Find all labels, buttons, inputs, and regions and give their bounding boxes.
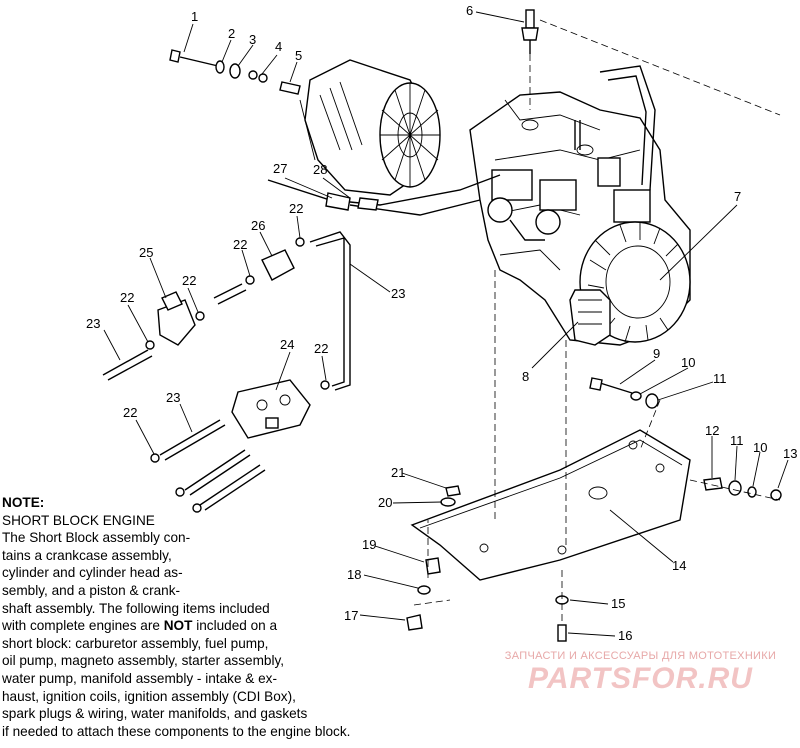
- callout-1: 1: [191, 9, 198, 24]
- callout-13: 13: [783, 446, 797, 461]
- callout-25: 25: [139, 245, 153, 260]
- clutch-bolt-assembly: [169, 49, 301, 95]
- fuel-lines-lower: [150, 380, 330, 513]
- note-line: if needed to attach these components to …: [2, 723, 351, 739]
- mount-hardware-left: [406, 485, 569, 642]
- throttle-cables: [267, 174, 501, 216]
- callout-27: 27: [273, 161, 287, 176]
- short-block-note: NOTE: SHORT BLOCK ENGINE The Short Block…: [2, 494, 432, 740]
- note-line: with complete engines are NOT included o…: [2, 617, 432, 635]
- callout-22c: 22: [120, 290, 134, 305]
- callout-11: 11: [713, 371, 727, 386]
- callout-3: 3: [249, 32, 256, 47]
- callout-18: 18: [347, 567, 361, 582]
- note-line: spark plugs & wiring, water manifolds, a…: [2, 706, 308, 722]
- callout-17: 17: [344, 608, 358, 623]
- note-body: The Short Block assembly con- tains a cr…: [2, 529, 432, 740]
- callout-24: 24: [280, 337, 294, 352]
- callout-11b: 11: [730, 433, 744, 448]
- drive-clutch: [299, 59, 441, 196]
- watermark-logo: PARTSFOR.RU: [528, 662, 753, 695]
- callout-16: 16: [618, 628, 632, 643]
- callout-28: 28: [313, 162, 327, 177]
- ref-line-plug: [539, 19, 781, 116]
- callout-12: 12: [705, 423, 719, 438]
- callout-23a: 23: [166, 390, 180, 405]
- callout-20: 20: [378, 495, 392, 510]
- note-line: The Short Block assembly con-: [2, 530, 191, 546]
- note-emphasis: NOT: [163, 618, 193, 634]
- callout-labels: 1 2 3 4 5 6 7 8 9 10 11 12 11 10 13 14 1…: [86, 3, 797, 643]
- alignment-lines: [413, 270, 781, 625]
- note-line: oil pump, magneto assembly, starter asse…: [2, 653, 285, 669]
- callout-21: 21: [391, 465, 405, 480]
- watermark-tagline: ЗАПЧАСТИ И АКСЕССУАРЫ ДЛЯ МОТОТЕХНИКИ: [504, 650, 777, 662]
- callout-22a: 22: [123, 405, 137, 420]
- note-line: haust, ignition coils, ignition assembly…: [2, 688, 296, 704]
- callout-14: 14: [672, 558, 686, 573]
- callout-10: 10: [681, 355, 695, 370]
- note-line: cylinder and cylinder head as-: [2, 565, 183, 581]
- callout-22d: 22: [182, 273, 196, 288]
- callout-23c: 23: [391, 286, 405, 301]
- note-line: shaft assembly. The following items incl…: [2, 600, 270, 616]
- note-line: sembly, and a piston & crank-: [2, 582, 181, 598]
- callout-15: 15: [611, 596, 625, 611]
- engine-mount-plate: [410, 429, 691, 581]
- note-text: with complete engines are: [2, 618, 164, 634]
- note-line: water pump, manifold assembly - intake &…: [2, 670, 278, 686]
- note-line: short block: carburetor assembly, fuel p…: [2, 635, 269, 651]
- carburetors: [487, 169, 577, 241]
- watermark: ЗАПЧАСТИ И АКСЕССУАРЫ ДЛЯ МОТОТЕХНИКИ PA…: [488, 650, 793, 696]
- callout-9: 9: [653, 346, 660, 361]
- leader-lines: [103, 11, 789, 637]
- callout-22b: 22: [314, 341, 328, 356]
- note-heading: SHORT BLOCK ENGINE: [2, 512, 155, 528]
- callout-2: 2: [228, 26, 235, 41]
- note-title: NOTE:: [2, 495, 45, 510]
- callout-5: 5: [295, 48, 302, 63]
- callout-26: 26: [251, 218, 265, 233]
- callout-7: 7: [734, 189, 741, 204]
- note-line: tains a crankcase assembly,: [2, 547, 172, 563]
- callout-4: 4: [275, 39, 282, 54]
- fuel-filter: [195, 237, 305, 321]
- fuel-line-main: [309, 231, 351, 391]
- manifold-block: [231, 379, 311, 439]
- mount-bolts-right: [589, 377, 782, 501]
- side-plate: [569, 289, 611, 346]
- callout-22f: 22: [289, 201, 303, 216]
- callout-23b: 23: [86, 316, 100, 331]
- note-text: included on a: [192, 618, 278, 634]
- callout-22e: 22: [233, 237, 247, 252]
- callout-19: 19: [362, 537, 376, 552]
- callout-8: 8: [522, 369, 529, 384]
- callout-10b: 10: [753, 440, 767, 455]
- callout-6: 6: [466, 3, 473, 18]
- fuel-pump: [102, 291, 196, 381]
- spark-plug: [521, 9, 539, 110]
